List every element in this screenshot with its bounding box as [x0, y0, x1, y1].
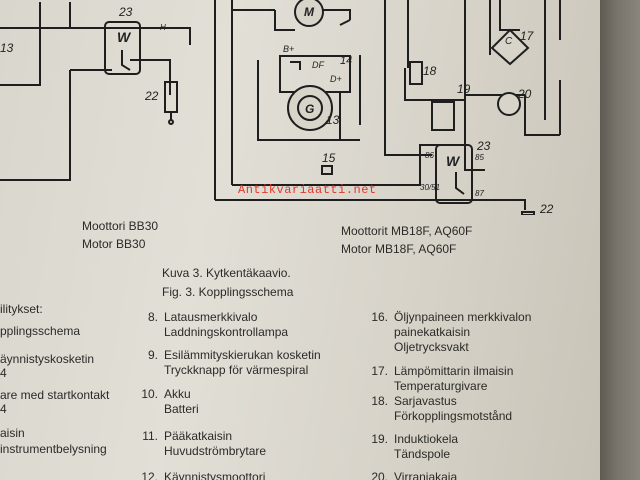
- label-18: 18: [423, 64, 437, 78]
- legend-item-number: 11.: [142, 429, 158, 443]
- page-edge-shadow: [600, 0, 640, 480]
- legend-item-number: 19.: [371, 432, 388, 446]
- legend-item-number: 18.: [371, 394, 388, 408]
- legend-item-sv: Batteri: [164, 402, 199, 416]
- label-df: DF: [312, 60, 324, 70]
- legend-item-sv: Tändspole: [394, 447, 451, 461]
- legend-item-fi: Esilämmityskierukan kosketin: [164, 348, 321, 362]
- label-22-right: 22: [539, 202, 554, 215]
- label-m: M: [304, 5, 315, 19]
- label-dplus: D+: [330, 74, 342, 84]
- watermark-text: Antikvariaatti.net: [238, 183, 377, 197]
- caption-right-fi: Moottorit MB18F, AQ60F: [341, 224, 473, 238]
- label-bplus: B+: [283, 44, 294, 54]
- legend-item-sv: Oljetrycksvakt: [394, 340, 469, 354]
- legend-item-fi: Virranjakaja: [394, 470, 458, 480]
- label-w-left: W: [117, 29, 132, 45]
- legend-fragment: 4: [0, 402, 7, 416]
- label-30-51: 30/51: [420, 183, 440, 192]
- label-87: 87: [475, 189, 484, 198]
- label-17: 17: [520, 29, 535, 43]
- legend-item-sv: Laddningskontrollampa: [164, 325, 289, 339]
- legend-fragment: pplingsschema: [0, 324, 81, 338]
- legend-item-fi: Öljynpaineen merkkivalon painekatkaisin: [394, 310, 532, 339]
- label-g: G: [305, 102, 314, 116]
- legend-item-number: 10.: [141, 387, 158, 401]
- label-h: H: [160, 23, 166, 32]
- caption-right-sv: Motor MB18F, AQ60F: [341, 242, 457, 256]
- legend-fragment: instrumentbelysning: [0, 442, 107, 456]
- wiring-diagram: 23 13 22 W M 14 B+ DF D+ G 13 15 17 C 18…: [0, 0, 561, 215]
- label-23-right: 23: [476, 139, 491, 153]
- figure-title-fi: Kuva 3. Kytkentäkaavio.: [162, 266, 291, 280]
- legend-fragment: aisin: [0, 426, 25, 440]
- legend-item-fi: Käynnistysmoottori: [164, 470, 266, 480]
- legend-item-fi: Pääkatkaisin: [164, 429, 233, 443]
- legend-item-fi: Akku: [164, 387, 191, 401]
- legend-fragment: äynnistyskosketin: [0, 352, 95, 366]
- legend-item-number: 12.: [141, 470, 158, 480]
- legend-item-sv: Temperaturgivare: [394, 379, 488, 393]
- legend-item-number: 17.: [371, 364, 388, 378]
- legend-item-fi: Sarjavastus: [394, 394, 457, 408]
- label-19: 19: [457, 82, 471, 96]
- legend-item-sv: Huvudströmbrytare: [164, 444, 267, 458]
- legend-item-number: 20.: [371, 470, 388, 480]
- label-13-left: 13: [0, 41, 14, 55]
- label-14: 14: [340, 55, 352, 67]
- label-86: 86: [425, 151, 434, 160]
- manual-page: 23 13 22 W M 14 B+ DF D+ G 13 15 17 C 18…: [0, 0, 600, 480]
- legend-fragment: 4: [0, 366, 7, 380]
- label-13-right: 13: [326, 113, 340, 127]
- label-c: C: [505, 36, 513, 47]
- label-w-right: W: [446, 153, 461, 169]
- figure-title-sv: Fig. 3. Kopplingsschema: [162, 285, 294, 299]
- label-22-left: 22: [144, 89, 159, 103]
- legend-item-sv: Tryckknapp för värmespiral: [164, 363, 309, 377]
- legend-item-fi: Latausmerkkivalo: [164, 310, 258, 324]
- caption-left-sv: Motor BB30: [82, 237, 146, 251]
- legend-fragment: ilitykset:: [0, 302, 43, 316]
- legend-item-fi: Lämpömittarin ilmaisin: [394, 364, 514, 378]
- caption-left-fi: Moottori BB30: [82, 219, 159, 233]
- legend-fragment: are med startkontakt: [0, 388, 110, 402]
- label-23-left: 23: [118, 5, 133, 19]
- legend-item-sv: Förkopplingsmotstånd: [394, 409, 513, 423]
- legend-item-fi: Induktiokela: [394, 432, 459, 446]
- legend-item-number: 16.: [371, 310, 388, 324]
- label-85: 85: [475, 153, 484, 162]
- label-15: 15: [322, 151, 336, 165]
- legend-item-number: 9.: [147, 348, 158, 362]
- legend-item-number: 8.: [147, 310, 158, 324]
- label-20: 20: [517, 87, 532, 101]
